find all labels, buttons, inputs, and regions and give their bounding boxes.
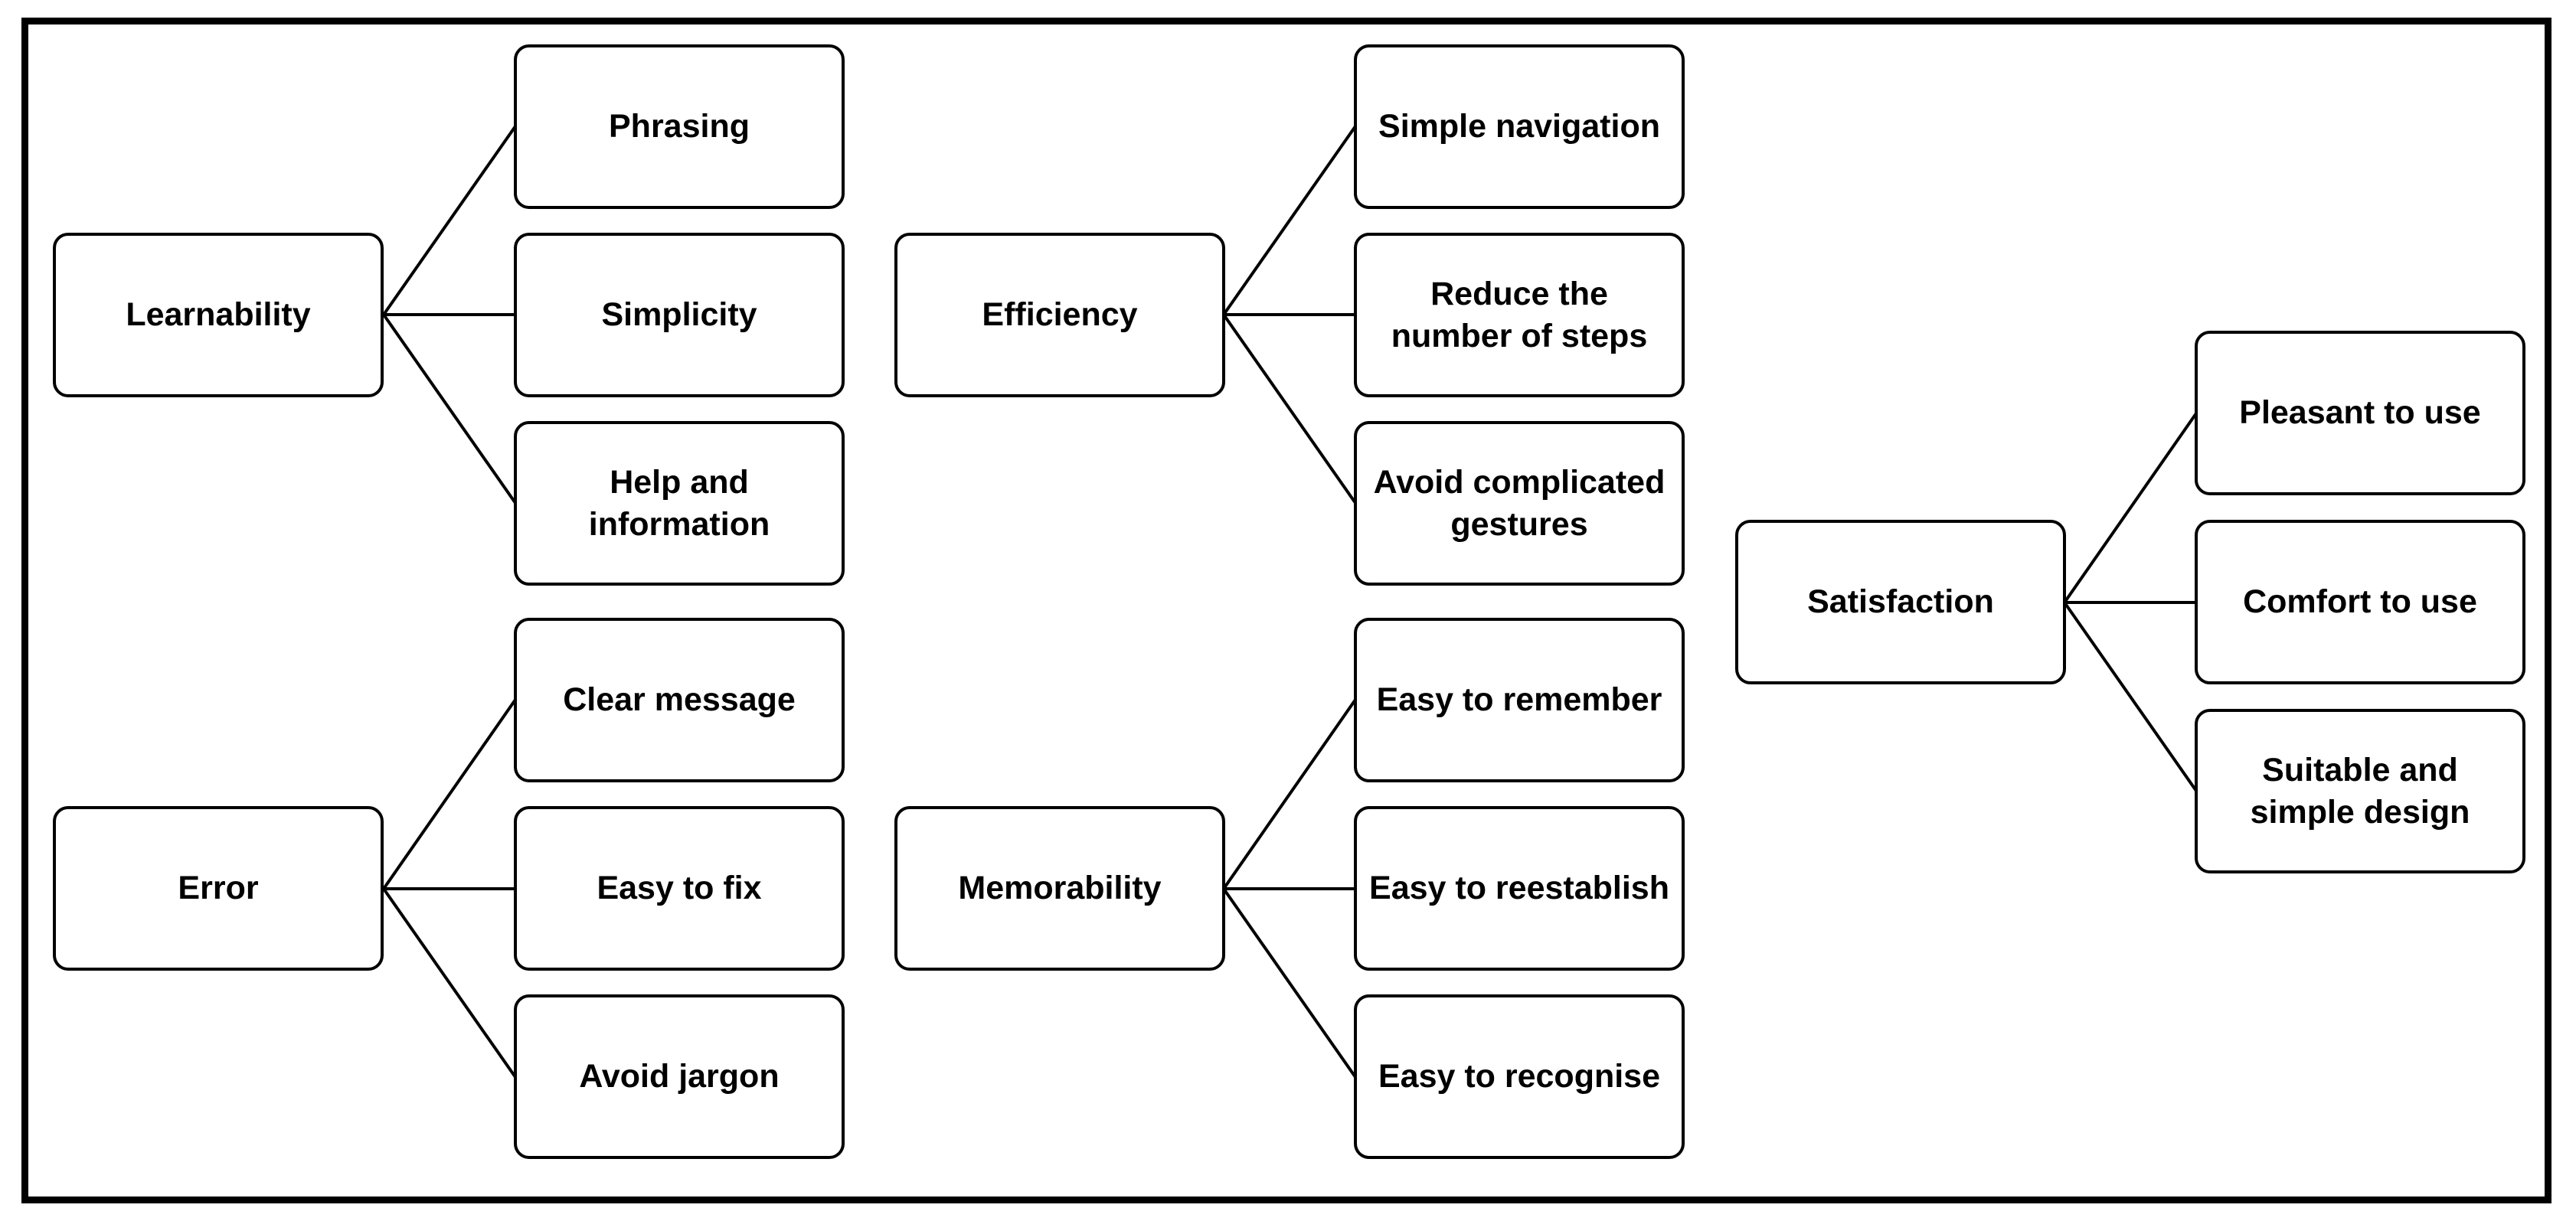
node-simplicity: Simplicity: [514, 233, 845, 397]
node-label: Simple navigation: [1378, 108, 1660, 145]
connector-line: [382, 887, 517, 1079]
diagram-frame: [21, 18, 2551, 1203]
node-label: Easy to reestablish: [1369, 870, 1669, 906]
connector-line: [1222, 887, 1357, 1079]
node-label: Phrasing: [609, 108, 750, 145]
node-label: Efficiency: [982, 296, 1138, 333]
connector-line: [382, 313, 517, 504]
node-pleasant-to-use: Pleasant to use: [2195, 331, 2525, 495]
connector-line: [382, 698, 517, 890]
connector-line: [382, 125, 517, 316]
connectors-memorability: [1222, 698, 1357, 1079]
node-phrasing: Phrasing: [514, 44, 845, 209]
node-easy-to-reestablish: Easy to reestablish: [1354, 806, 1685, 971]
node-memorability: Memorability: [894, 806, 1225, 971]
node-reduce-steps: Reduce the number of steps: [1354, 233, 1685, 397]
connectors-learnability: [382, 125, 517, 504]
node-label: Error: [178, 870, 259, 906]
connectors-error: [382, 698, 517, 1079]
node-label: Easy to remember: [1376, 681, 1662, 718]
node-efficiency: Efficiency: [894, 233, 1225, 397]
node-label: Pleasant to use: [2239, 394, 2481, 431]
node-easy-to-fix: Easy to fix: [514, 806, 845, 971]
node-avoid-complicated-gestures: Avoid complicated gestures: [1354, 421, 1685, 586]
node-label: Easy to fix: [597, 870, 762, 906]
node-label: Memorability: [958, 870, 1162, 906]
node-label: Reduce the number of steps: [1391, 275, 1648, 354]
node-label: Satisfaction: [1807, 583, 1994, 620]
node-suitable-and-simple-design: Suitable and simple design: [2195, 709, 2525, 873]
node-label: Learnability: [126, 296, 311, 333]
node-label: Suitable and simple design: [2250, 751, 2470, 831]
connector-line: [2063, 412, 2198, 604]
node-avoid-jargon: Avoid jargon: [514, 994, 845, 1159]
node-learnability: Learnability: [53, 233, 384, 397]
connectors-satisfaction: [2063, 412, 2198, 792]
node-error: Error: [53, 806, 384, 971]
node-help-and-information: Help and information: [514, 421, 845, 586]
node-label: Avoid complicated gestures: [1373, 463, 1666, 543]
node-simple-navigation: Simple navigation: [1354, 44, 1685, 209]
node-label: Simplicity: [601, 296, 757, 333]
connector-line: [1222, 125, 1357, 316]
connector-line: [1222, 698, 1357, 890]
node-label: Easy to recognise: [1378, 1058, 1661, 1095]
node-easy-to-remember: Easy to remember: [1354, 618, 1685, 782]
connector-line: [2063, 601, 2198, 792]
node-clear-message: Clear message: [514, 618, 845, 782]
connectors-efficiency: [1222, 125, 1357, 504]
node-satisfaction: Satisfaction: [1735, 520, 2066, 684]
node-label: Avoid jargon: [579, 1058, 780, 1095]
node-easy-to-recognise: Easy to recognise: [1354, 994, 1685, 1159]
connector-line: [1222, 313, 1357, 504]
node-comfort-to-use: Comfort to use: [2195, 520, 2525, 684]
node-label: Clear message: [563, 681, 796, 718]
node-label: Comfort to use: [2243, 583, 2477, 620]
node-label: Help and information: [588, 463, 770, 543]
